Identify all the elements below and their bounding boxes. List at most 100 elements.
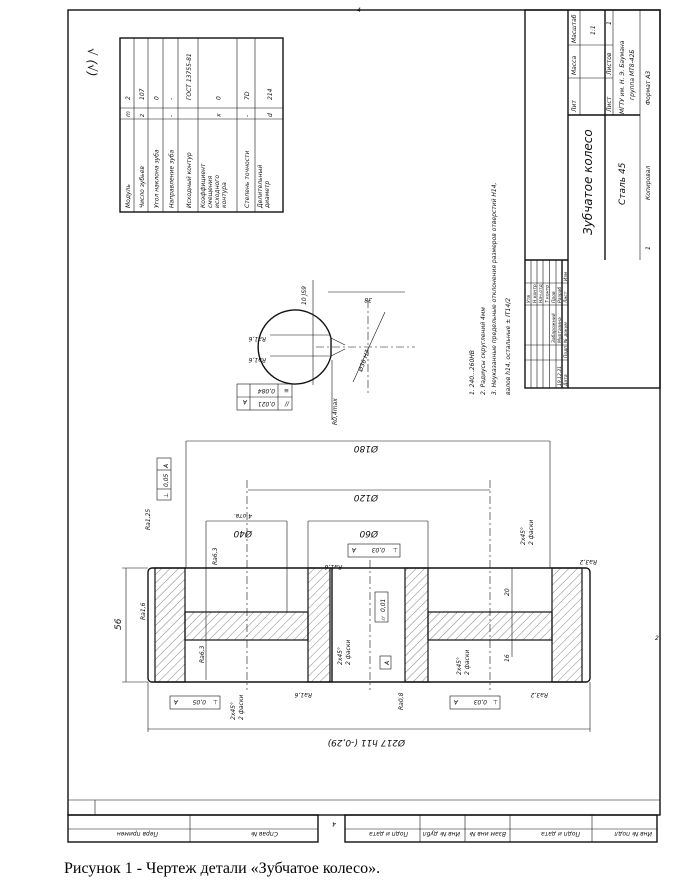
- strip-label: Инв № подл: [614, 830, 652, 837]
- param-symbol: z: [139, 113, 146, 118]
- chamfer-label: 2x45°: [337, 647, 344, 665]
- param-value: ГОСТ 13755-81: [186, 53, 193, 100]
- roughness-ra16: Ra1,6: [324, 563, 342, 570]
- note: валов h14, остальные ± IT14/2: [505, 298, 512, 395]
- datum-ref: A: [352, 546, 357, 553]
- roughness-ra63: Ra6,3: [199, 645, 206, 663]
- cylindricity-icon: ⌭: [380, 615, 387, 621]
- perpendicularity-icon: ⊥: [493, 698, 498, 705]
- note: 1. 240...260HB: [469, 350, 476, 395]
- hdr-lit: Лит: [571, 100, 578, 113]
- strip-label: Инв № дубл: [423, 830, 460, 837]
- parallelism-tolerance: 0,021: [258, 400, 275, 407]
- gear-parameter-table: [119, 37, 284, 213]
- chamfer-label: 2x45°: [456, 657, 463, 675]
- param-symbol: m: [125, 111, 132, 117]
- perp-tolerance: 0,05: [192, 698, 206, 705]
- copied-num: 1: [645, 246, 652, 250]
- hdr-scale: Масштаб: [571, 14, 578, 43]
- copied-label: Копировал: [645, 166, 652, 200]
- chamfer-label: 2x45°: [520, 527, 527, 545]
- roughness-ra32: Ra3,2: [579, 558, 597, 565]
- param-value: 7D: [244, 91, 251, 100]
- roughness-label: Ra1,6: [248, 335, 266, 342]
- general-roughness-mark: √ (√): [85, 48, 99, 76]
- param-value: 2: [125, 96, 132, 100]
- perpendicularity-icon: ⊥: [213, 698, 218, 705]
- symmetry-icon: ≡: [284, 387, 289, 394]
- param-label: Коэффициент смещения исходного контура: [200, 162, 228, 208]
- dim-56: 56: [114, 618, 124, 630]
- sheet-frame: [67, 9, 661, 816]
- row-chk: Пров: [551, 291, 557, 303]
- parallelism-icon: //: [284, 400, 290, 407]
- hdr-doc: № докум: [563, 322, 569, 344]
- hdr-sheets: Листов: [606, 52, 613, 76]
- row-tk: Т контр: [545, 285, 551, 303]
- row-utv: Утв: [526, 295, 532, 303]
- datum-label: A: [243, 398, 248, 405]
- strip-label: Подп и дата: [541, 830, 580, 837]
- row-dev: Разраб: [557, 287, 563, 303]
- chamfer-label: 2x45°: [230, 702, 237, 720]
- sheets-value: 1: [606, 21, 613, 25]
- roughness-ra32: Ra3,2: [530, 691, 548, 698]
- holes-count: 4 отв.: [234, 512, 252, 519]
- param-label: Направление зуба: [169, 149, 176, 208]
- strip-label: Перв примен: [117, 830, 158, 837]
- keyway-depth-dim: 38: [364, 296, 372, 303]
- param-label: Степень точности: [244, 151, 251, 208]
- hdr-date: Дата: [563, 374, 569, 387]
- dim-20: 20: [504, 588, 511, 596]
- datum-a-marker: A: [384, 661, 391, 666]
- param-symbol: -: [244, 115, 251, 117]
- hdr-sign: Подп: [563, 346, 569, 358]
- hdr-mass: Масса: [571, 56, 578, 75]
- technical-notes: 1. 240...260HB 2. Радиусы скруглений 4мм…: [469, 182, 512, 395]
- param-symbol: -: [169, 115, 176, 117]
- roughness-ra16: Ra1,6: [140, 602, 147, 620]
- datum-ref: A: [454, 698, 459, 705]
- param-label: Делительный диаметр: [257, 163, 271, 209]
- param-symbol: x: [216, 113, 223, 118]
- perp-tolerance: 0,03: [371, 546, 385, 553]
- param-value: 107: [139, 88, 146, 100]
- side-zone-mark: 2: [655, 635, 659, 642]
- row-nk: Н контр: [532, 284, 538, 303]
- chamfer-note: 2 фаски: [464, 650, 471, 675]
- checker-name: Забарожний: [551, 313, 557, 343]
- param-label: Число зубьев: [139, 166, 146, 208]
- cylindricity-tolerance: 0,01: [380, 599, 387, 612]
- datum-ref: A: [163, 464, 170, 469]
- chamfer-note: 2 фаски: [528, 520, 535, 545]
- chamfer-note: 2 фаски: [238, 695, 245, 720]
- note: 2. Радиусы скруглений 4мм: [480, 307, 487, 395]
- dim-d40: Ø40: [233, 528, 253, 539]
- figure-caption: Рисунок 1 - Чертеж детали «Зубчатое коле…: [64, 860, 381, 877]
- dim-d217: Ø217 h11 (-0,29): [328, 737, 406, 748]
- roughness-ra08: Ra0,8: [398, 692, 405, 710]
- strip-label: Подп и дата: [369, 830, 408, 837]
- param-label: Модуль: [125, 184, 132, 208]
- perp-tolerance: 0,05: [163, 473, 170, 487]
- roughness-ra63: Ra6,3: [212, 547, 219, 565]
- date-value: 19.12.21: [557, 366, 563, 386]
- symmetry-tolerance: 0,084: [258, 387, 275, 394]
- roughness-ra125: Ra1,25: [145, 509, 152, 530]
- format-label: Формат А3: [645, 71, 652, 105]
- title-block: Изм Лист № докум Подп Дата Разраб Пров Т…: [524, 9, 661, 389]
- dim-d180: Ø180: [353, 443, 379, 454]
- param-value: 0: [154, 96, 161, 100]
- gear-main-section: Ø180 Ø120 Ø40 4 отв. Ø60 Ø217 h11 (-0,29…: [114, 440, 597, 748]
- param-label: Угол наклона зуба: [154, 149, 161, 208]
- top-zone-mark: 4: [357, 7, 361, 14]
- dim-d120: Ø120: [353, 492, 379, 503]
- chamfer-note: 2 фаски: [345, 640, 352, 665]
- keyway-radius: R0,4max: [332, 398, 339, 425]
- keyway-section-view: 10 JS9 38 Ø36 H7 R0,4max Ra1,6 Ra1,6 A 0…: [236, 280, 415, 425]
- hdr-sheet: Лист: [606, 96, 613, 113]
- perpendicularity-icon: ⊥: [163, 493, 170, 498]
- roughness-ra16: Ra1,6: [294, 691, 312, 698]
- dim-d60: Ø60: [359, 528, 379, 539]
